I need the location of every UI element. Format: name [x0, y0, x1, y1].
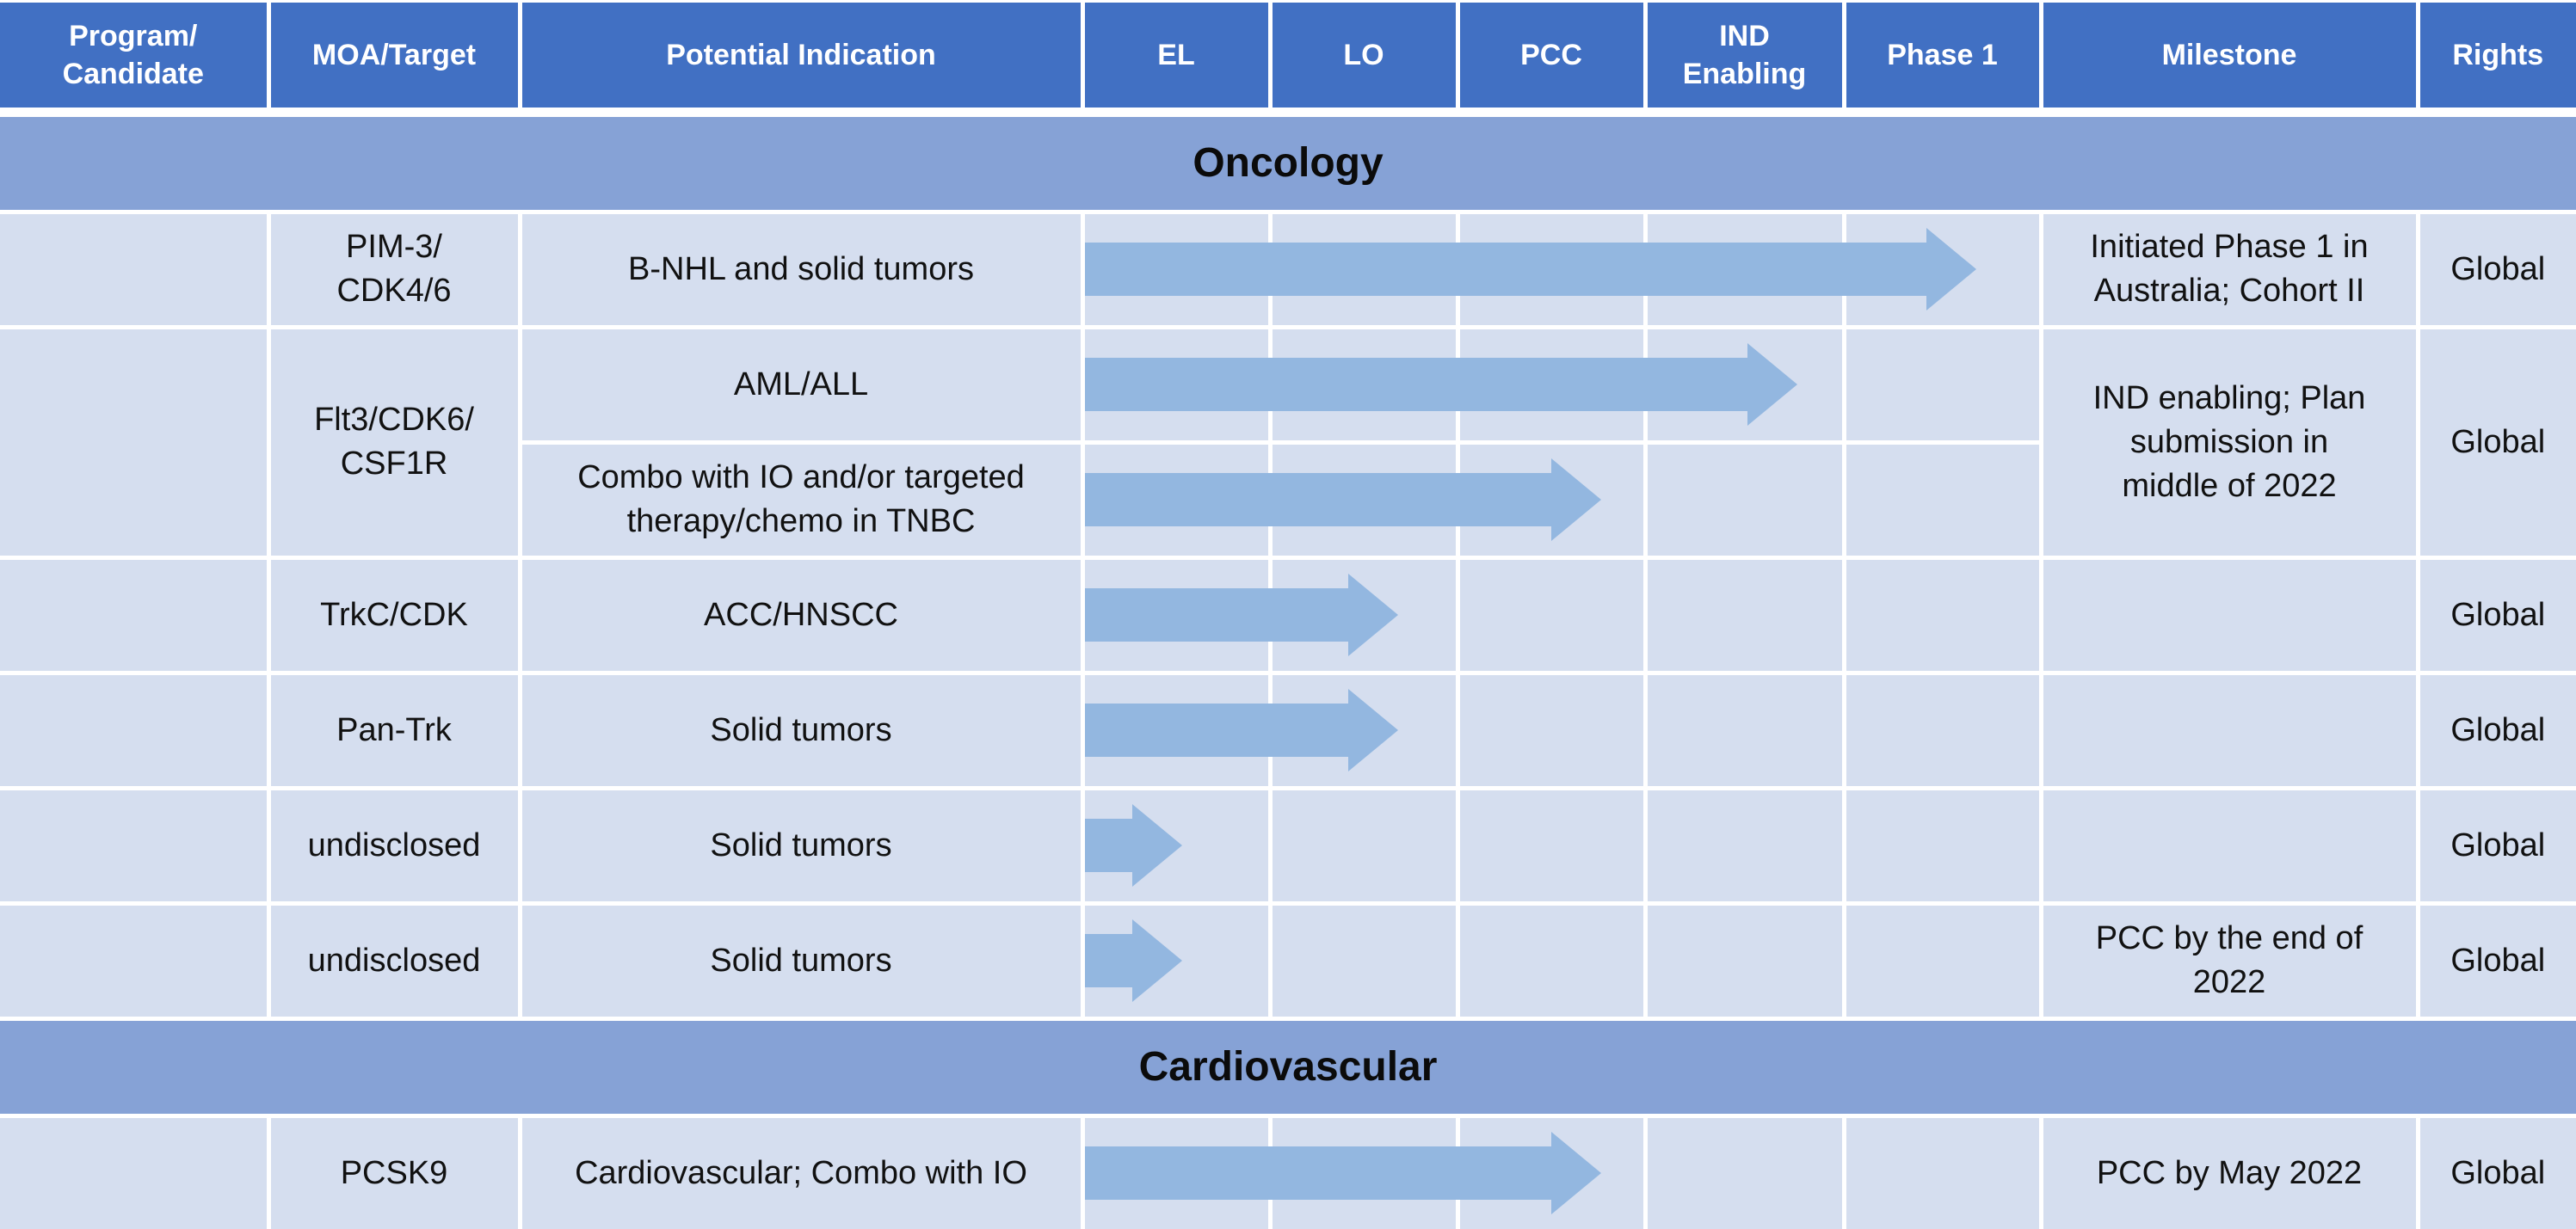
- header-phase1: Phase 1: [1846, 3, 2039, 108]
- milestone-cell: [2043, 790, 2416, 901]
- candidate-cell: [0, 675, 267, 786]
- stage-cell: [1648, 1118, 1842, 1229]
- progress-arrow-shape: [1085, 689, 1398, 771]
- progress-arrow: [1085, 919, 1182, 1002]
- stage-cell: [1273, 790, 1456, 901]
- candidate-cell: [0, 906, 267, 1017]
- indication-cell: Cardiovascular; Combo with IO: [522, 1118, 1081, 1229]
- header-pcc: PCC: [1460, 3, 1643, 108]
- progress-arrow-shape: [1085, 804, 1182, 887]
- section-title: Oncology: [0, 117, 2576, 210]
- header-indication: Potential Indication: [522, 3, 1081, 108]
- stage-cell: [1648, 790, 1842, 901]
- target-cell: undisclosed: [271, 790, 518, 901]
- progress-arrow: [1085, 1132, 1601, 1214]
- header-target: MOA/Target: [271, 3, 518, 108]
- candidate-cell: [0, 560, 267, 671]
- progress-arrow: [1085, 228, 1976, 310]
- indication-cell: Solid tumors: [522, 790, 1081, 901]
- milestone-cell: [2043, 560, 2416, 671]
- progress-arrow-shape: [1085, 574, 1398, 656]
- progress-arrow-shape: [1085, 458, 1601, 541]
- header-rights: Rights: [2420, 3, 2576, 108]
- stage-cell: [1648, 906, 1842, 1017]
- target-cell: Flt3/CDK6/CSF1R: [271, 329, 518, 556]
- stage-cell: [1273, 906, 1456, 1017]
- header-el: EL: [1085, 3, 1268, 108]
- stage-cell: [1846, 675, 2039, 786]
- stage-cell: [1846, 329, 2039, 440]
- candidate-cell: [0, 790, 267, 901]
- rights-cell: Global: [2420, 790, 2576, 901]
- rights-cell: Global: [2420, 329, 2576, 556]
- progress-arrow: [1085, 689, 1398, 771]
- milestone-cell: PCC by May 2022: [2043, 1118, 2416, 1229]
- progress-arrow-shape: [1085, 919, 1182, 1002]
- stage-cell: [1460, 560, 1643, 671]
- stage-cell: [1460, 790, 1643, 901]
- progress-arrow: [1085, 458, 1601, 541]
- stage-cell: [1846, 1118, 2039, 1229]
- rights-cell: Global: [2420, 560, 2576, 671]
- header-milestone: Milestone: [2043, 3, 2416, 108]
- target-cell: TrkC/CDK: [271, 560, 518, 671]
- rights-cell: Global: [2420, 1118, 2576, 1229]
- stage-cell: [1648, 675, 1842, 786]
- indication-cell: B-NHL and solid tumors: [522, 214, 1081, 325]
- stage-cell: [1460, 675, 1643, 786]
- header-lo: LO: [1273, 3, 1456, 108]
- rights-cell: Global: [2420, 906, 2576, 1017]
- progress-arrow-shape: [1085, 1132, 1601, 1214]
- target-cell: undisclosed: [271, 906, 518, 1017]
- progress-arrow: [1085, 574, 1398, 656]
- indication-cell: Solid tumors: [522, 675, 1081, 786]
- progress-arrow: [1085, 804, 1182, 887]
- stage-cell: [1648, 560, 1842, 671]
- progress-arrow-shape: [1085, 228, 1976, 310]
- section-title: Cardiovascular: [0, 1021, 2576, 1114]
- stage-cell: [1846, 560, 2039, 671]
- stage-cell: [1846, 445, 2039, 556]
- indication-cell: AML/ALL: [522, 329, 1081, 440]
- rights-cell: Global: [2420, 675, 2576, 786]
- target-cell: Pan-Trk: [271, 675, 518, 786]
- milestone-cell: [2043, 675, 2416, 786]
- candidate-cell: [0, 214, 267, 325]
- target-cell: PCSK9: [271, 1118, 518, 1229]
- header-candidate: Program/Candidate: [0, 3, 267, 108]
- stage-cell: [1460, 906, 1643, 1017]
- candidate-cell: [0, 1118, 267, 1229]
- stage-cell: [1648, 445, 1842, 556]
- target-cell: PIM-3/CDK4/6: [271, 214, 518, 325]
- candidate-cell: [0, 329, 267, 556]
- indication-cell: ACC/HNSCC: [522, 560, 1081, 671]
- stage-cell: [1846, 906, 2039, 1017]
- progress-arrow-shape: [1085, 343, 1797, 426]
- rights-cell: Global: [2420, 214, 2576, 325]
- indication-cell: Solid tumors: [522, 906, 1081, 1017]
- progress-arrow: [1085, 343, 1797, 426]
- stage-cell: [1846, 790, 2039, 901]
